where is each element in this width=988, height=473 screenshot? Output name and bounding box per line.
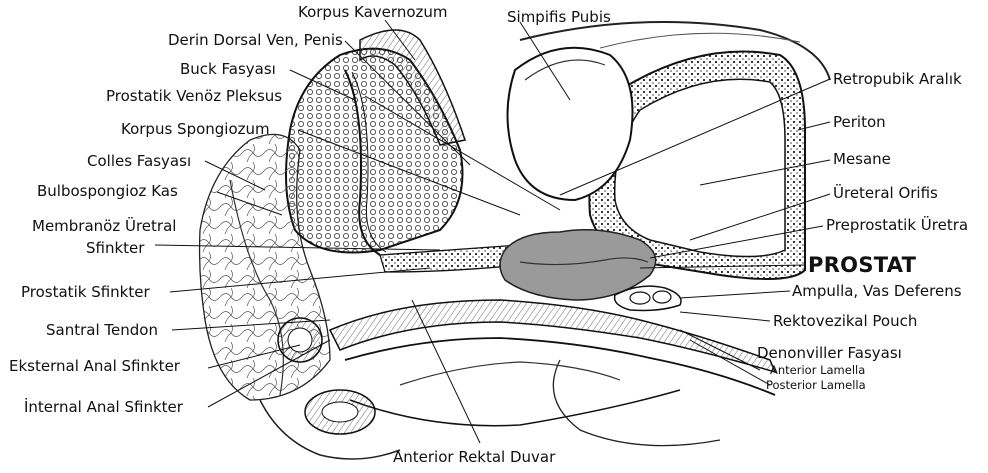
label-anterior-rektal-duvar: Anterior Rektal Duvar xyxy=(393,449,555,466)
label-korpus-spongiozum: Korpus Spongiozum xyxy=(121,121,270,138)
label-denonviller-fasyasi: Denonviller Fasyası xyxy=(757,345,902,362)
label-simpifis-pubis: Simpifis Pubis xyxy=(507,9,611,26)
rectal-wall xyxy=(330,300,775,372)
label-membranoz-sfinkter: Sfinkter xyxy=(86,240,144,257)
label-korpus-kavernozum: Korpus Kavernozum xyxy=(298,4,448,21)
label-buck-fasyasi: Buck Fasyası xyxy=(180,61,276,78)
label-posterior-lamella: Posterior Lamella xyxy=(766,379,866,392)
label-anterior-lamella: Anterior Lamella xyxy=(770,364,865,377)
label-prostatik-venoz-pleksus: Prostatik Venöz Pleksus xyxy=(106,88,282,105)
label-mesane: Mesane xyxy=(833,151,891,168)
label-eksternal-anal-sfinkter: Eksternal Anal Sfinkter xyxy=(9,358,180,375)
label-santral-tendon: Santral Tendon xyxy=(46,322,158,339)
label-ureteral-orifis: Üreteral Orifis xyxy=(833,185,938,202)
label-bulbospongioz-kas: Bulbospongioz Kas xyxy=(37,183,178,200)
label-membranoz-uretral: Membranöz Üretral xyxy=(32,218,176,235)
label-retropubik-aralik: Retropubik Aralık xyxy=(833,71,962,88)
label-internal-anal-sfinkter: İnternal Anal Sfinkter xyxy=(24,399,183,416)
label-periton: Periton xyxy=(833,114,886,131)
label-derin-dorsal-ven: Derin Dorsal Ven, Penis xyxy=(168,32,343,49)
label-preprostatik-uretra: Preprostatik Üretra xyxy=(826,217,968,234)
label-colles-fasyasi: Colles Fasyası xyxy=(87,153,191,170)
label-prostat: PROSTAT xyxy=(808,253,916,277)
label-ampulla-vas-deferens: Ampulla, Vas Deferens xyxy=(792,283,962,300)
label-prostatik-sfinkter: Prostatik Sfinkter xyxy=(21,284,150,301)
label-rektovezikal-pouch: Rektovezikal Pouch xyxy=(773,313,917,330)
